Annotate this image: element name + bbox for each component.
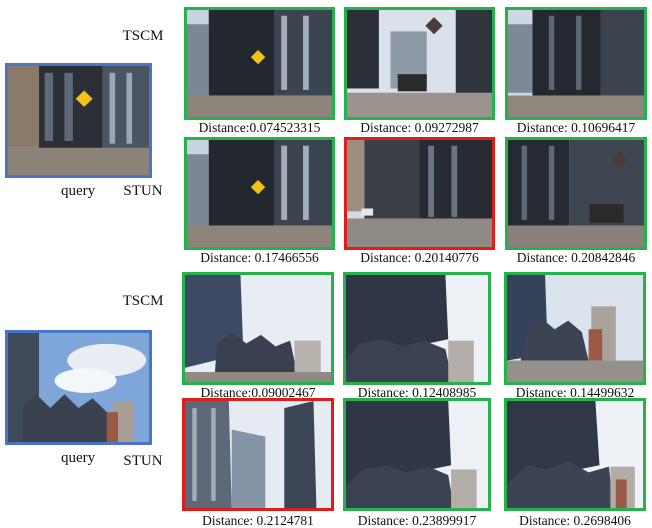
query-label-1: query	[61, 183, 96, 199]
result-image-s1-stun-3	[505, 137, 647, 250]
distance-label: Distance: 0.23899917	[357, 513, 477, 528]
distance-label: Distance: 0.17466556	[200, 250, 319, 265]
distance-label: Distance: 0.20140776	[360, 250, 479, 265]
distance-label: Distance: 0.10696417	[516, 120, 636, 135]
query-label-2: query	[61, 450, 96, 466]
result-image-s1-stun-2	[344, 137, 495, 250]
query-image-1	[5, 63, 152, 178]
method-label-tscm-1: TSCM	[122, 28, 164, 44]
result-image-s1-tscm-3	[505, 7, 647, 120]
result-image-s2-tscm-1	[182, 272, 334, 385]
distance-label: Distance: 0.14499632	[515, 385, 635, 400]
result-image-s1-tscm-2	[344, 7, 495, 120]
distance-label: Distance: 0.12408985	[357, 385, 477, 400]
query-image-2	[5, 330, 152, 445]
method-label-stun-1: STUN	[123, 183, 163, 199]
method-label-stun-2: STUN	[123, 453, 163, 469]
distance-label: Distance: 0.2124781	[202, 513, 314, 528]
distance-label: Distance: 0.2698406	[519, 513, 631, 528]
distance-label: Distance:0.074523315	[198, 120, 321, 135]
result-image-s2-stun-3	[504, 398, 646, 511]
distance-label: Distance: 0.20842846	[516, 250, 636, 265]
distance-label: Distance: 0.09272987	[360, 120, 479, 135]
result-image-s2-stun-2	[343, 398, 491, 511]
result-image-s2-stun-1	[182, 398, 334, 511]
result-image-s2-tscm-3	[504, 272, 646, 385]
distance-label: Distance:0.09002467	[200, 385, 316, 400]
method-label-tscm-2: TSCM	[122, 293, 164, 309]
result-image-s1-stun-1	[184, 137, 335, 250]
result-image-s1-tscm-1	[184, 7, 335, 120]
result-image-s2-tscm-2	[343, 272, 491, 385]
